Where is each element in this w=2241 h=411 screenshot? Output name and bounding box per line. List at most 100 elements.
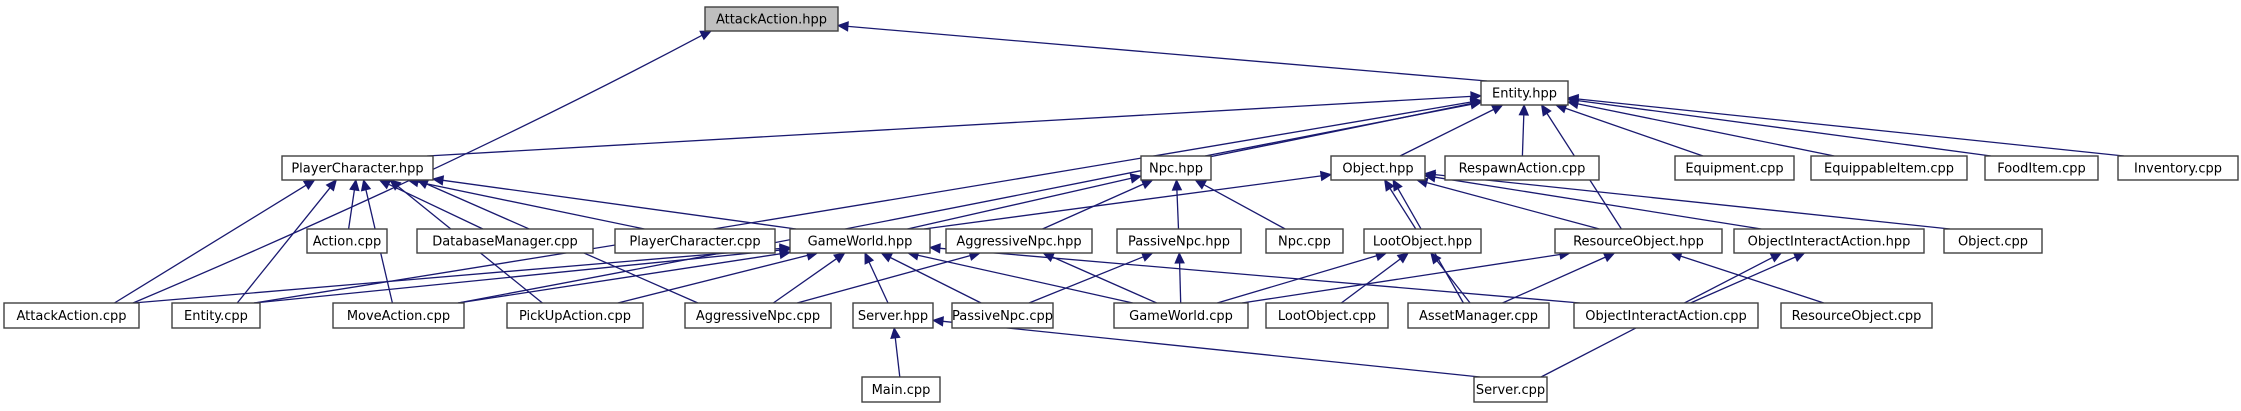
arrowhead-icon	[1171, 178, 1183, 191]
node-label: PlayerCharacter.cpp	[629, 235, 760, 250]
node-layer: AttackAction.hppEntity.hppPlayerCharacte…	[3, 6, 2239, 403]
arrowhead-icon	[1319, 170, 1333, 182]
node-fooditem-cpp[interactable]: FoodItem.cpp	[1984, 155, 2099, 181]
edge-line	[1028, 256, 1144, 304]
arrowhead-icon	[378, 179, 392, 190]
node-npc-hpp[interactable]: Npc.hpp	[1140, 155, 1212, 181]
node-label: Entity.hpp	[1492, 87, 1557, 102]
edge-line	[1521, 114, 1525, 157]
node-main-cpp[interactable]: Main.cpp	[861, 376, 941, 403]
node-entity-hpp[interactable]: Entity.hpp	[1480, 80, 1569, 106]
node-label: PickUpAction.cpp	[519, 309, 631, 324]
node-aggressivenpc-cpp[interactable]: AggressiveNpc.cpp	[684, 302, 832, 329]
node-label: ResourceObject.cpp	[1792, 309, 1922, 324]
edge-line	[442, 179, 797, 230]
node-label: Entity.cpp	[184, 309, 248, 324]
arrowhead-icon	[349, 178, 360, 192]
node-lootobject-cpp[interactable]: LootObject.cpp	[1265, 302, 1389, 329]
arrowhead-icon	[431, 175, 445, 186]
node-server-hpp[interactable]: Server.hpp	[852, 302, 934, 329]
node-label: GameWorld.cpp	[1129, 309, 1233, 324]
arrowhead-icon	[360, 178, 372, 192]
edge-entity-hpp-to-attackaction-hpp	[836, 21, 1488, 82]
arrowhead-icon	[1174, 251, 1185, 264]
arrowhead-icon	[778, 248, 792, 260]
edge-line	[457, 102, 1472, 304]
edge-line	[1690, 256, 1796, 304]
edge-line	[917, 254, 1133, 304]
edge-line	[114, 184, 307, 304]
edge-line	[1436, 260, 1471, 304]
node-label: Npc.cpp	[1278, 235, 1331, 250]
node-attackaction-cpp[interactable]: AttackAction.cpp	[3, 302, 140, 329]
node-resourceobject-hpp[interactable]: ResourceObject.hpp	[1554, 228, 1723, 254]
node-attackaction-hpp[interactable]: AttackAction.hpp	[704, 6, 839, 32]
node-passivenpc-hpp[interactable]: PassiveNpc.hpp	[1116, 228, 1242, 254]
node-label: ObjectInteractAction.cpp	[1585, 309, 1747, 324]
node-action-cpp[interactable]: Action.cpp	[306, 228, 388, 254]
node-gameworld-hpp[interactable]: GameWorld.hpp	[789, 228, 931, 254]
edge-entity-cpp-to-playercharacter-hpp	[236, 179, 338, 304]
node-resourceobject-cpp[interactable]: ResourceObject.cpp	[1780, 302, 1933, 329]
arrowhead-icon	[931, 316, 944, 327]
node-passivenpc-cpp[interactable]: PassiveNpc.cpp	[951, 302, 1054, 329]
node-label: EquippableItem.cpp	[1824, 162, 1954, 177]
edge-main-cpp-to-server-hpp	[890, 326, 901, 378]
node-entity-cpp[interactable]: Entity.cpp	[171, 302, 261, 329]
node-equipment-cpp[interactable]: Equipment.cpp	[1674, 155, 1795, 181]
node-object-hpp[interactable]: Object.hpp	[1330, 155, 1426, 181]
edge-moveaction-cpp-to-entity-hpp	[457, 98, 1483, 304]
node-moveaction-cpp[interactable]: MoveAction.cpp	[332, 302, 465, 329]
node-label: Main.cpp	[872, 383, 931, 398]
node-databasemanager-cpp[interactable]: DatabaseManager.cpp	[416, 228, 594, 254]
edge-line	[1203, 184, 1286, 230]
node-object-cpp[interactable]: Object.cpp	[1943, 228, 2043, 254]
edge-line	[1680, 255, 1825, 304]
node-assetmanager-cpp[interactable]: AssetManager.cpp	[1407, 302, 1550, 329]
node-box	[1265, 228, 1344, 254]
edge-equipment-cpp-to-entity-hpp	[1554, 103, 1704, 157]
node-npc-cpp[interactable]: Npc.cpp	[1265, 228, 1344, 254]
arrowhead-icon	[1518, 103, 1530, 116]
node-label: Server.hpp	[858, 309, 928, 324]
node-respawnaction-cpp[interactable]: RespawnAction.cpp	[1444, 155, 1600, 181]
node-label: Equipment.cpp	[1685, 162, 1783, 177]
node-box	[1363, 228, 1482, 254]
edge-line	[1217, 255, 1377, 304]
edge-object-cpp-to-object-hpp	[1423, 169, 1951, 230]
node-box	[945, 228, 1093, 254]
node-equippableitem-cpp[interactable]: EquippableItem.cpp	[1810, 155, 1968, 181]
edge-line	[1502, 256, 1606, 304]
node-label: AggressiveNpc.hpp	[956, 235, 1081, 250]
node-objectinteractaction-cpp[interactable]: ObjectInteractAction.cpp	[1573, 302, 1759, 329]
node-server-cpp[interactable]: Server.cpp	[1473, 376, 1548, 403]
edge-equippableitem-cpp-to-entity-hpp	[1566, 98, 1835, 157]
edge-line	[868, 261, 889, 304]
node-playercharacter-hpp[interactable]: PlayerCharacter.hpp	[281, 155, 434, 181]
node-pickupaction-cpp[interactable]: PickUpAction.cpp	[506, 302, 644, 329]
edge-pickupaction-cpp-to-gameworld-hpp	[617, 250, 819, 304]
arrowhead-icon	[1566, 93, 1579, 105]
edge-line	[1176, 189, 1180, 230]
edge-line	[132, 247, 781, 304]
node-aggressivenpc-hpp[interactable]: AggressiveNpc.hpp	[945, 228, 1093, 254]
node-label: Npc.hpp	[1149, 162, 1203, 177]
node-playercharacter-cpp[interactable]: PlayerCharacter.cpp	[614, 228, 776, 254]
node-inventory-cpp[interactable]: Inventory.cpp	[2117, 155, 2239, 181]
edge-objectinteractaction-cpp-to-objectinteractaction-hpp	[1690, 252, 1806, 304]
node-label: Server.cpp	[1476, 383, 1545, 398]
node-label: LootObject.hpp	[1373, 235, 1472, 250]
node-box	[1140, 155, 1212, 181]
node-box	[1984, 155, 2099, 181]
node-label: Inventory.cpp	[2134, 162, 2222, 177]
edge-line	[772, 258, 837, 304]
arrowhead-icon	[1540, 103, 1552, 117]
node-gameworld-cpp[interactable]: GameWorld.cpp	[1113, 302, 1249, 329]
node-lootobject-hpp[interactable]: LootObject.hpp	[1363, 228, 1482, 254]
node-label: PassiveNpc.cpp	[952, 309, 1053, 324]
edge-passivenpc-cpp-to-gameworld-hpp	[880, 252, 982, 304]
node-box	[789, 228, 931, 254]
node-box	[416, 228, 594, 254]
node-objectinteractaction-hpp[interactable]: ObjectInteractAction.hpp	[1733, 228, 1925, 254]
edge-passivenpc-cpp-to-passivenpc-hpp	[1028, 252, 1154, 304]
